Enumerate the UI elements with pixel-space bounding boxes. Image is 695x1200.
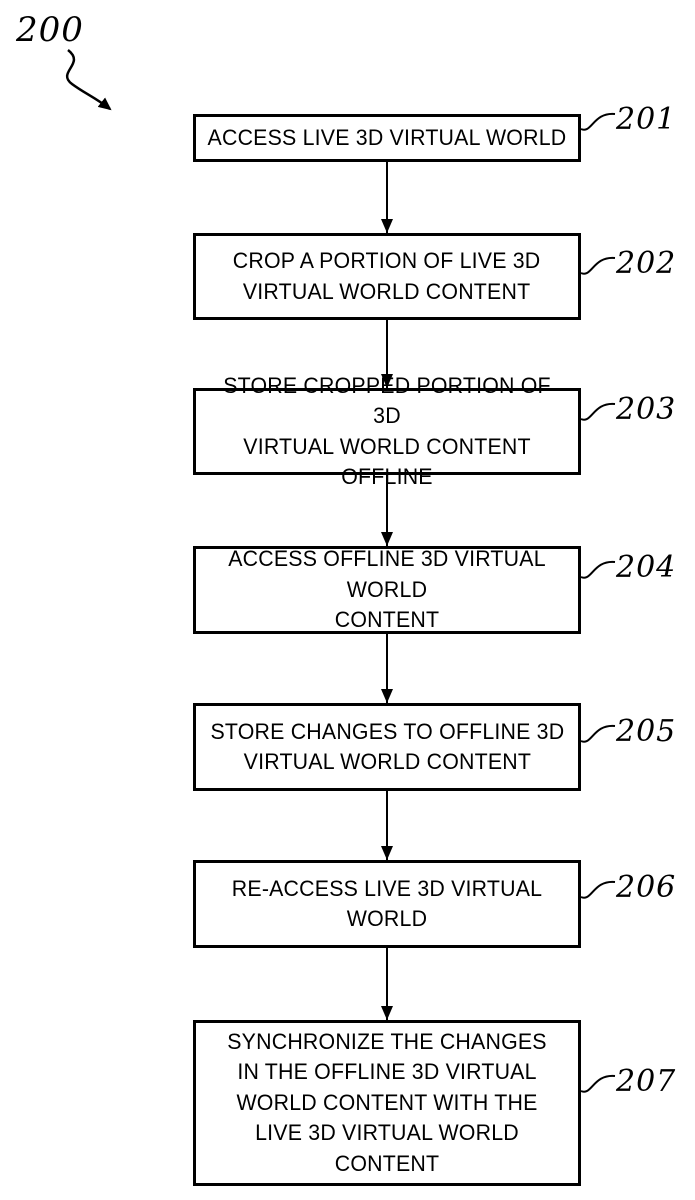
ref-number-label: 202	[616, 246, 677, 281]
flow-arrow	[380, 791, 393, 860]
flow-step-box: STORE CROPPED PORTION OF 3D VIRTUAL WORL…	[193, 373, 581, 489]
flow-arrow	[380, 162, 393, 233]
ref-number-label: 206	[616, 870, 677, 905]
flow-step-text: RE-ACCESS LIVE 3D VIRTUAL WORLD	[231, 875, 543, 931]
figure-leader-arrow-icon	[65, 49, 112, 111]
ref-leader-line	[580, 1074, 616, 1093]
flow-step-text: CROP A PORTION OF LIVE 3D VIRTUAL WORLD …	[233, 248, 541, 304]
ref-leader-line	[580, 112, 616, 131]
ref-leader-line	[580, 560, 616, 579]
ref-number-label: 205	[616, 714, 677, 749]
flow-step-box: SYNCHRONIZE THE CHANGES IN THE OFFLINE 3…	[193, 1020, 581, 1186]
ref-leader-line	[580, 880, 616, 899]
figure-number-label: 200	[16, 10, 84, 50]
flow-step-box: CROP A PORTION OF LIVE 3D VIRTUAL WORLD …	[193, 233, 581, 320]
ref-number-label: 203	[616, 392, 677, 427]
ref-leader-line	[580, 724, 616, 743]
flow-step-box: STORE CHANGES TO OFFLINE 3D VIRTUAL WORL…	[193, 703, 581, 791]
flow-step-text: SYNCHRONIZE THE CHANGES IN THE OFFLINE 3…	[227, 1029, 547, 1176]
flow-arrow	[380, 948, 393, 1020]
flow-step-box: ACCESS OFFLINE 3D VIRTUAL WORLD CONTENT	[193, 546, 581, 634]
ref-number-label: 201	[616, 102, 677, 137]
flow-arrow	[380, 320, 393, 388]
flow-step-box: RE-ACCESS LIVE 3D VIRTUAL WORLD	[193, 860, 581, 948]
flow-step-text: STORE CHANGES TO OFFLINE 3D VIRTUAL WORL…	[210, 718, 564, 774]
ref-leader-line	[580, 256, 616, 275]
flow-arrow	[380, 634, 393, 703]
ref-leader-line	[580, 402, 616, 421]
flow-step-box: ACCESS LIVE 3D VIRTUAL WORLD	[193, 114, 581, 162]
ref-number-label: 207	[616, 1064, 677, 1099]
flow-step-text: STORE CROPPED PORTION OF 3D VIRTUAL WORL…	[223, 372, 551, 489]
ref-number-label: 204	[616, 550, 677, 585]
flow-arrow	[380, 475, 393, 546]
flow-step-text: ACCESS LIVE 3D VIRTUAL WORLD	[207, 124, 567, 150]
flow-step-text: ACCESS OFFLINE 3D VIRTUAL WORLD CONTENT	[228, 546, 546, 633]
